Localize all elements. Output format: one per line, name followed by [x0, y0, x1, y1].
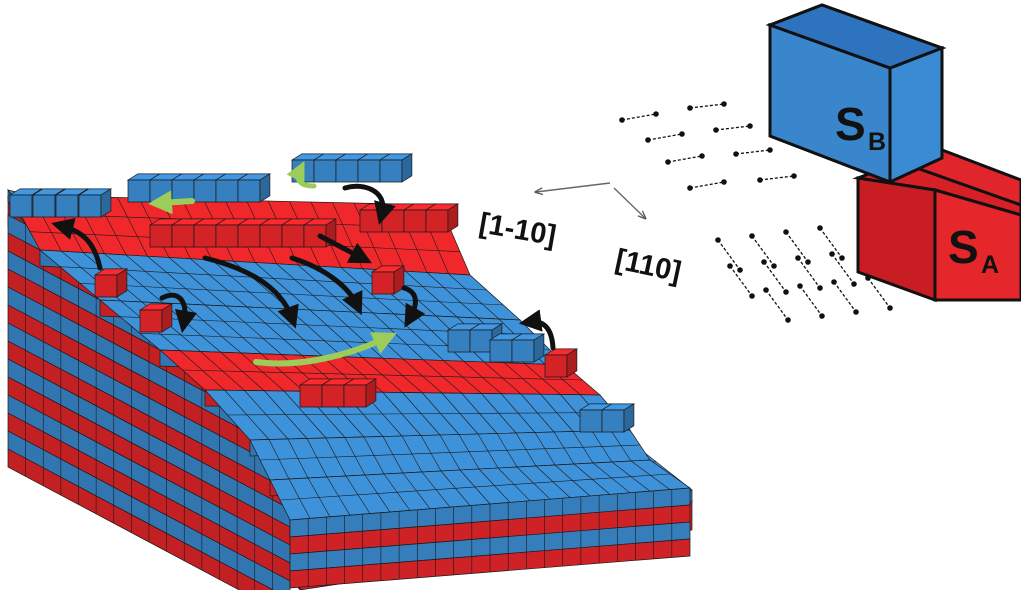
cube-sb-front	[765, 3, 947, 185]
dimer	[833, 281, 857, 313]
dimer	[735, 149, 771, 155]
dimer-atom	[791, 173, 797, 179]
dimer-atom	[763, 287, 769, 293]
island-cube-red	[424, 203, 460, 233]
dimer	[689, 181, 725, 189]
stepped-crystal-surface	[7, 189, 693, 590]
dimer	[647, 133, 683, 141]
dimer	[759, 175, 795, 181]
cube-sb-subscript: B	[868, 128, 886, 156]
black-diffusion-arrow	[317, 233, 372, 264]
dimer-atom	[817, 225, 823, 231]
direction-label-1-10: [1-10]	[477, 207, 559, 252]
dimer-atom	[805, 259, 811, 265]
green-diffusion-arrow	[286, 161, 317, 189]
dimer-atom	[761, 259, 767, 265]
black-diffusion-arrow	[518, 309, 556, 351]
dimer-atom	[797, 283, 803, 289]
dimer-atom	[653, 111, 659, 117]
dimer-atom	[757, 177, 763, 183]
dimer	[715, 125, 751, 131]
dimer	[689, 103, 725, 109]
dimer-atom	[713, 127, 719, 133]
dimer-atom	[747, 123, 753, 129]
dimer-atom	[619, 117, 625, 123]
cube-sa-label: S	[948, 221, 979, 273]
dimer-atom	[687, 105, 693, 111]
dimer-atom	[715, 237, 721, 243]
dimer-atom	[783, 289, 789, 295]
island-cube-red	[302, 218, 338, 248]
dimer-atom	[733, 151, 739, 157]
dimer-rows	[619, 101, 893, 323]
dimer-atom	[721, 179, 727, 185]
dimer-atom	[783, 229, 789, 235]
dimer	[717, 239, 741, 271]
dimer-atom	[819, 313, 825, 319]
dimer-atom	[665, 159, 671, 165]
black-diffusion-arrow	[342, 183, 396, 225]
dimer	[799, 285, 823, 317]
island-cube-blue	[236, 173, 272, 203]
dimer-atom	[699, 153, 705, 159]
dimer-atom	[851, 281, 857, 287]
dimer	[729, 265, 753, 297]
cube-sa-subscript: A	[981, 251, 999, 279]
dimer	[763, 261, 787, 293]
dimer	[785, 231, 809, 263]
direction-label-110: [110]	[613, 244, 684, 289]
dimer-atom	[749, 293, 755, 299]
dimer	[819, 227, 843, 259]
dimer-atom	[795, 255, 801, 261]
dimer	[751, 235, 775, 267]
dimer-atom	[767, 147, 773, 153]
dimer	[831, 253, 855, 285]
dimer-atom	[771, 263, 777, 269]
dimer-atom	[831, 279, 837, 285]
dimer-atom	[887, 305, 893, 311]
dimer-atom	[737, 267, 743, 273]
dimer-atom	[853, 309, 859, 315]
adatom-cube-red	[93, 268, 129, 298]
green-diffusion-arrow	[253, 332, 397, 367]
dimer-atom	[749, 233, 755, 239]
terrace-front-face	[289, 487, 691, 589]
green-diffusion-arrow	[148, 190, 195, 215]
dimer-atom	[721, 101, 727, 107]
surface-islands	[8, 153, 636, 433]
island-cube-blue	[600, 403, 636, 433]
black-diffusion-arrow	[289, 255, 363, 316]
dimer-atom	[727, 263, 733, 269]
island-cube-blue	[510, 333, 546, 363]
dimer	[797, 257, 821, 289]
dimer-atom	[645, 137, 651, 143]
dimer	[765, 289, 789, 321]
dimer-atom	[839, 255, 845, 261]
cube-sb-label: S	[835, 98, 866, 150]
adatom-cube-red	[138, 303, 174, 333]
diffusion-arrows	[51, 161, 556, 367]
dimer-atom	[687, 185, 693, 191]
adatom-cube-red	[370, 265, 406, 295]
dimer	[867, 277, 891, 309]
black-diffusion-arrow	[159, 292, 198, 334]
direction-arrow-1-10	[536, 182, 611, 192]
dimer-atom	[785, 317, 791, 323]
direction-axes: [1-10] [110]	[477, 182, 684, 289]
island-cube-blue	[378, 153, 414, 183]
island-cube-blue	[77, 188, 113, 218]
dimer-atom	[817, 285, 823, 291]
island-cube-red	[342, 378, 378, 408]
dimer-atom	[829, 251, 835, 257]
direction-arrow-110	[613, 187, 645, 218]
adatom-cube-red	[543, 348, 579, 378]
dimer	[667, 155, 703, 163]
dimer-atom	[679, 131, 685, 137]
black-diffusion-arrow	[51, 217, 103, 271]
black-diffusion-arrow	[202, 255, 299, 329]
dimer	[621, 113, 657, 121]
black-diffusion-arrow	[401, 285, 426, 328]
